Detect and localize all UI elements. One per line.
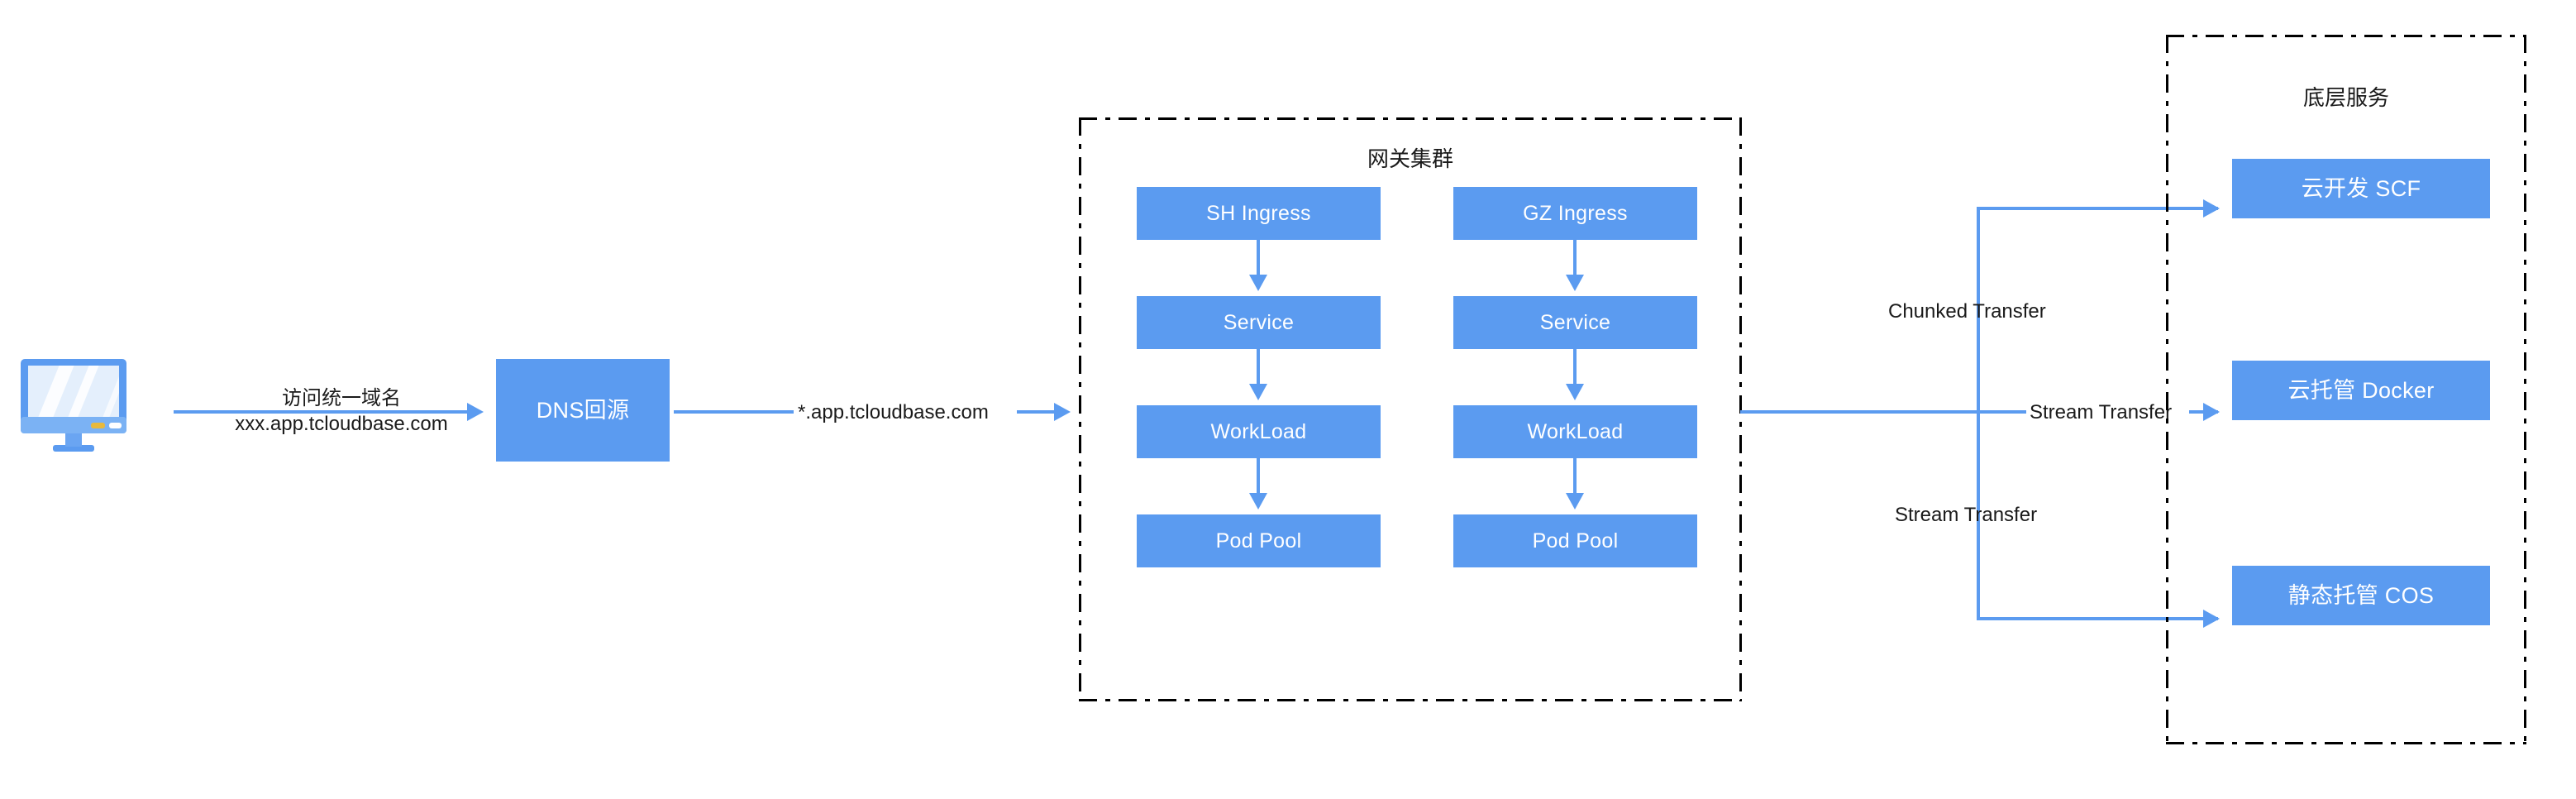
arrow-client-to-dns bbox=[467, 403, 484, 421]
connector-dns-to-gateway-right bbox=[1017, 410, 1054, 414]
arrow-sh-service-to-workload bbox=[1249, 384, 1267, 400]
arrow-sh-ingress-to-service bbox=[1249, 275, 1267, 291]
label-stream-transfer-middle: Stream Transfer bbox=[2030, 401, 2173, 423]
node-cloud-docker-label: 云托管 Docker bbox=[2287, 377, 2435, 403]
node-gz-workload-label: WorkLoad bbox=[1527, 420, 1624, 443]
connector-trunk-vertical bbox=[1977, 207, 1980, 620]
arrow-gz-service-to-workload bbox=[1566, 384, 1584, 400]
connector-gateway-to-trunk bbox=[1740, 410, 1980, 414]
label-stream-transfer-bottom: Stream Transfer bbox=[1895, 504, 2038, 526]
node-sh-ingress[interactable]: SH Ingress bbox=[1137, 187, 1381, 240]
node-static-cos[interactable]: 静态托管 COS bbox=[2232, 566, 2490, 625]
label-dns-to-gateway: *.app.tcloudbase.com bbox=[798, 401, 989, 423]
label-client-to-dns-line2: xxx.app.tcloudbase.com bbox=[235, 413, 448, 436]
connector-sh-service-to-workload bbox=[1257, 349, 1260, 385]
node-sh-service-label: Service bbox=[1223, 311, 1295, 334]
node-gz-ingress-label: GZ Ingress bbox=[1523, 202, 1628, 225]
connector-sh-workload-to-podpool bbox=[1257, 458, 1260, 495]
connector-trunk-to-cos bbox=[1977, 617, 2218, 620]
connector-dns-to-gateway-left bbox=[674, 410, 794, 414]
node-sh-workload[interactable]: WorkLoad bbox=[1137, 405, 1381, 458]
group-gateway-cluster-title: 网关集群 bbox=[1367, 146, 1453, 171]
arrow-gz-workload-to-podpool bbox=[1566, 493, 1584, 510]
arrow-dns-to-gateway bbox=[1054, 403, 1071, 421]
label-client-to-dns: 访问统一域名 xxx.app.tcloudbase.com bbox=[213, 385, 470, 437]
node-sh-workload-label: WorkLoad bbox=[1210, 420, 1307, 443]
node-static-cos-label: 静态托管 COS bbox=[2287, 582, 2435, 608]
arrow-gz-ingress-to-service bbox=[1566, 275, 1584, 291]
label-client-to-dns-line1: 访问统一域名 bbox=[282, 387, 401, 409]
node-sh-pod-pool-label: Pod Pool bbox=[1215, 529, 1302, 553]
node-cloud-docker[interactable]: 云托管 Docker bbox=[2232, 361, 2490, 420]
node-gz-service[interactable]: Service bbox=[1453, 296, 1697, 349]
connector-gz-workload-to-podpool bbox=[1573, 458, 1577, 495]
connector-sh-ingress-to-service bbox=[1257, 240, 1260, 276]
arrow-sh-workload-to-podpool bbox=[1249, 493, 1267, 510]
connector-gz-service-to-workload bbox=[1573, 349, 1577, 385]
node-gz-workload[interactable]: WorkLoad bbox=[1453, 405, 1697, 458]
connector-trunk-to-scf bbox=[1977, 207, 2218, 210]
node-dns-origin-label: DNS回源 bbox=[536, 397, 630, 423]
connector-client-to-dns bbox=[174, 410, 467, 414]
label-chunked-transfer: Chunked Transfer bbox=[1888, 300, 2046, 323]
node-cloud-scf-label: 云开发 SCF bbox=[2301, 175, 2421, 201]
node-gz-pod-pool-label: Pod Pool bbox=[1532, 529, 1619, 553]
node-sh-service[interactable]: Service bbox=[1137, 296, 1381, 349]
node-sh-pod-pool[interactable]: Pod Pool bbox=[1137, 514, 1381, 567]
node-gz-ingress[interactable]: GZ Ingress bbox=[1453, 187, 1697, 240]
desktop-monitor-icon bbox=[18, 357, 129, 453]
node-gz-pod-pool[interactable]: Pod Pool bbox=[1453, 514, 1697, 567]
node-gz-service-label: Service bbox=[1539, 311, 1611, 334]
node-sh-ingress-label: SH Ingress bbox=[1206, 202, 1311, 225]
group-backend-services-title: 底层服务 bbox=[2302, 85, 2389, 110]
node-dns-origin[interactable]: DNS回源 bbox=[496, 359, 670, 462]
node-cloud-scf[interactable]: 云开发 SCF bbox=[2232, 159, 2490, 218]
connector-gz-ingress-to-service bbox=[1573, 240, 1577, 276]
connector-trunk-to-docker bbox=[1977, 410, 2026, 414]
